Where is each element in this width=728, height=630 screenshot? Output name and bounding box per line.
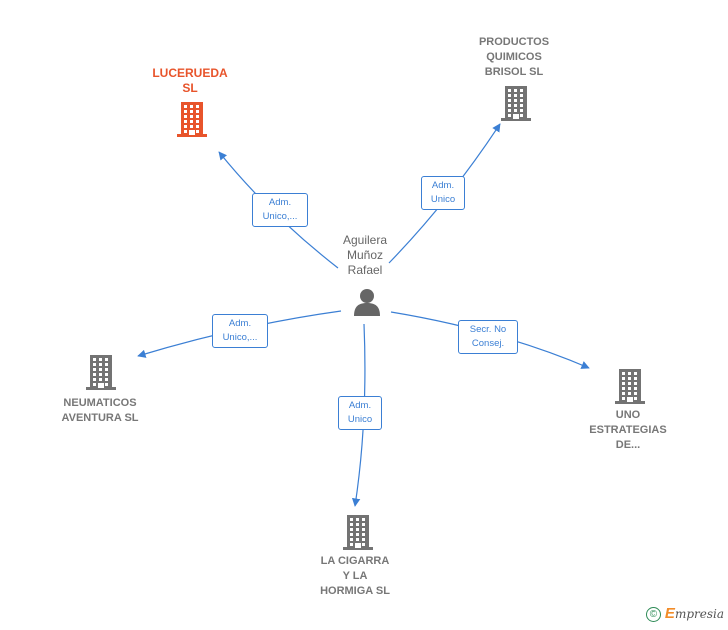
company-label-cigarra[interactable]: LA CIGARRA Y LA HORMIGA SL [320,555,390,597]
brand-initial: E [664,604,675,622]
relation-label-cigarra[interactable]: Adm. Unico [338,396,382,430]
relation-label-productos[interactable]: Adm. Unico [421,176,465,210]
company-label-productos[interactable]: PRODUCTOS QUIMICOS BRISOL SL [478,36,550,78]
company-label-uno[interactable]: UNO ESTRATEGIAS DE... [589,409,667,451]
brand-footer: ©Empresia [645,604,724,622]
person-icon [354,289,380,316]
relation-label-lucerueda[interactable]: Adm. Unico,... [252,193,308,227]
building-icon-lucerueda[interactable] [177,102,207,143]
relation-label-neumaticos[interactable]: Adm. Unico,... [212,314,268,348]
brand-name: mpresia [674,606,724,621]
relation-label-uno[interactable]: Secr. No Consej. [458,320,518,354]
building-icon-neumaticos[interactable] [86,355,116,396]
company-label-lucerueda[interactable]: LUCERUEDA SL [152,66,228,95]
building-icon-productos[interactable] [501,86,531,127]
building-icon-cigarra[interactable] [343,515,373,556]
company-label-neumaticos[interactable]: NEUMATICOS AVENTURA SL [61,397,139,424]
building-icon-uno[interactable] [615,369,645,410]
person-name[interactable]: Aguilera Muñoz Rafael [342,233,388,277]
copyright-icon: © [645,607,661,622]
